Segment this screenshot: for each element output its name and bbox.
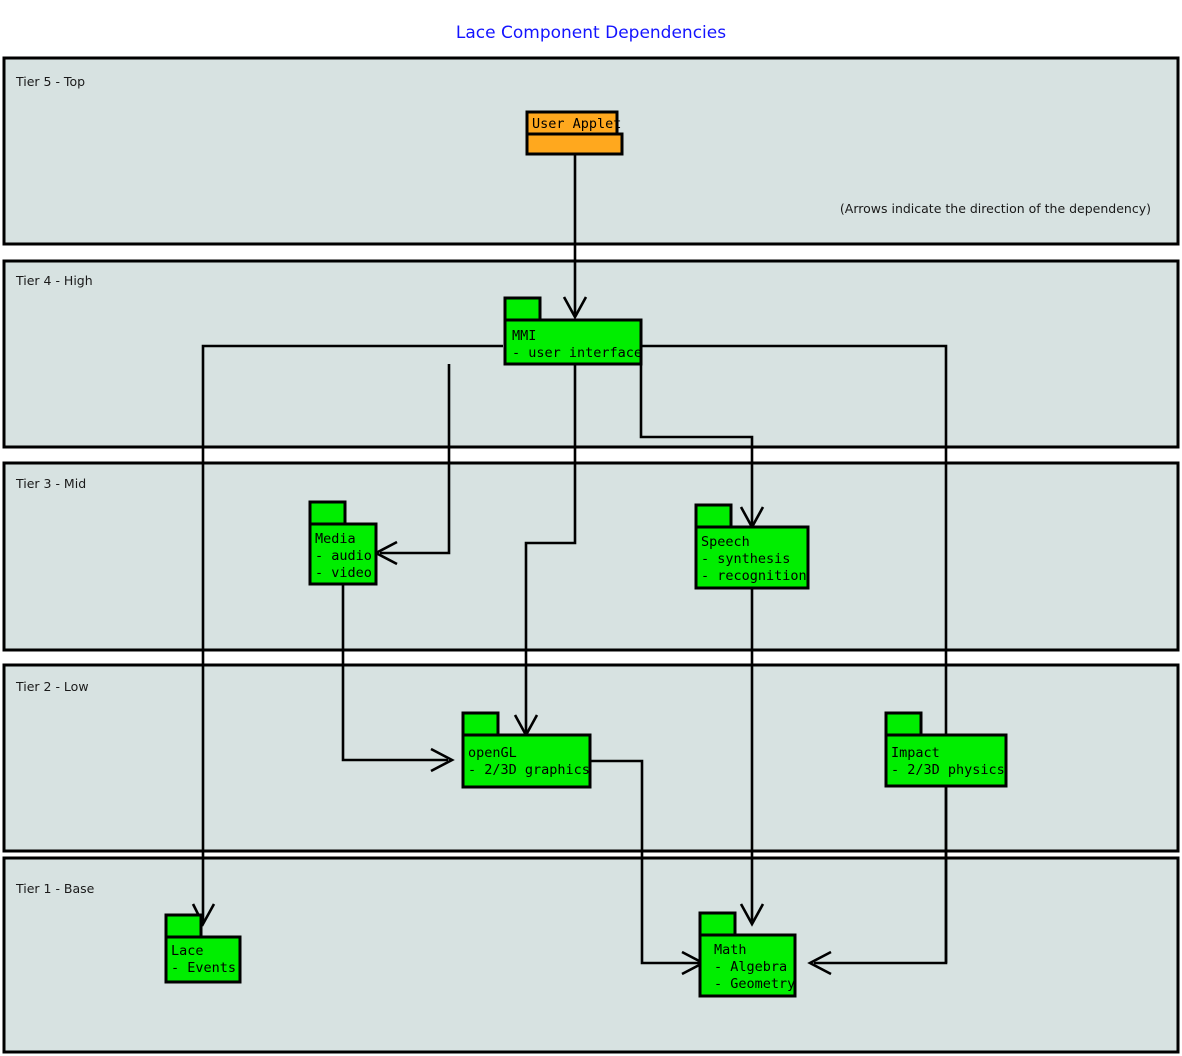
package-user-applet[interactable]: User Applet <box>525 110 624 156</box>
package-lace[interactable]: Lace - Events <box>164 913 242 984</box>
package-detail-speech-1: - synthesis <box>701 551 790 567</box>
tier-label-tier2: Tier 2 - Low <box>15 679 89 694</box>
package-math[interactable]: Math - Algebra - Geometry <box>698 911 797 998</box>
link-opengl-to-math <box>590 759 699 965</box>
package-body-opengl <box>461 733 592 789</box>
arrowhead-math-right-mmi <box>807 950 832 976</box>
package-name-math: Math <box>714 942 747 958</box>
package-body-user-applet <box>525 132 624 156</box>
package-speech[interactable]: Speech - synthesis - recognition <box>694 503 810 590</box>
package-name-impact: Impact <box>891 745 940 761</box>
package-detail-lace-1: - Events <box>171 960 236 976</box>
package-name-opengl: openGL <box>468 745 517 761</box>
package-tab-lace <box>164 913 203 939</box>
link-mmi-to-media <box>380 364 451 555</box>
link-mmi-to-opengl <box>524 364 577 732</box>
package-tab-media <box>308 500 347 526</box>
package-mmi[interactable]: MMI - user interface <box>503 296 643 366</box>
link-media-to-opengl <box>341 584 448 762</box>
arrowhead-mmi-top <box>562 296 588 320</box>
package-detail-opengl-1: - 2/3D graphics <box>468 762 590 778</box>
tier-label-tier4: Tier 4 - High <box>15 273 93 288</box>
package-body-speech <box>694 525 810 590</box>
tier-band-tier3 <box>2 461 1180 652</box>
arrow-direction-note: (Arrows indicate the direction of the de… <box>840 201 1151 216</box>
package-detail-impact-1: - 2/3D physics <box>891 762 1005 778</box>
package-body-math <box>698 933 797 998</box>
tier-label-tier3: Tier 3 - Mid <box>15 476 86 491</box>
package-name-media: Media <box>315 531 356 547</box>
package-detail-mmi-1: - user interface <box>512 345 642 361</box>
package-body-lace <box>164 935 242 984</box>
package-detail-speech-2: - recognition <box>701 568 807 584</box>
package-tab-opengl <box>461 711 500 737</box>
package-detail-media-1: - audio <box>315 548 372 564</box>
package-impact[interactable]: Impact - 2/3D physics <box>884 711 1008 788</box>
package-tab-impact <box>884 711 923 737</box>
package-body-media <box>308 522 378 586</box>
dependency-connectors <box>191 153 948 976</box>
package-name-speech: Speech <box>701 534 750 550</box>
package-tab-math <box>698 911 737 937</box>
package-body-impact <box>884 733 1008 788</box>
package-tab-speech <box>694 503 733 529</box>
arrowhead-lace-top <box>191 903 216 927</box>
link-mmi-to-math <box>641 344 948 965</box>
tier-band-tier4 <box>2 259 1180 449</box>
package-opengl[interactable]: openGL - 2/3D graphics <box>461 711 592 789</box>
link-mmi-to-lace <box>201 344 503 921</box>
package-detail-math-2: - Geometry <box>714 976 795 992</box>
arrowhead-opengl-left <box>430 747 455 773</box>
package-name-mmi: MMI <box>512 328 536 344</box>
package-detail-math-1: - Algebra <box>714 959 787 975</box>
package-name-user-applet: User Applet <box>532 116 621 132</box>
package-detail-media-2: - video <box>315 565 372 581</box>
link-mmi-to-speech <box>639 364 754 524</box>
package-media[interactable]: Media - audio - video <box>308 500 378 586</box>
arrowhead-math-top <box>739 903 765 927</box>
page-title: Lace Component Dependencies <box>456 23 726 43</box>
package-tab-mmi <box>503 296 542 322</box>
package-name-lace: Lace <box>171 943 204 959</box>
tier-label-tier1: Tier 1 - Base <box>15 881 95 896</box>
package-body-mmi <box>503 318 643 366</box>
tier-label-tier5: Tier 5 - Top <box>15 74 85 89</box>
